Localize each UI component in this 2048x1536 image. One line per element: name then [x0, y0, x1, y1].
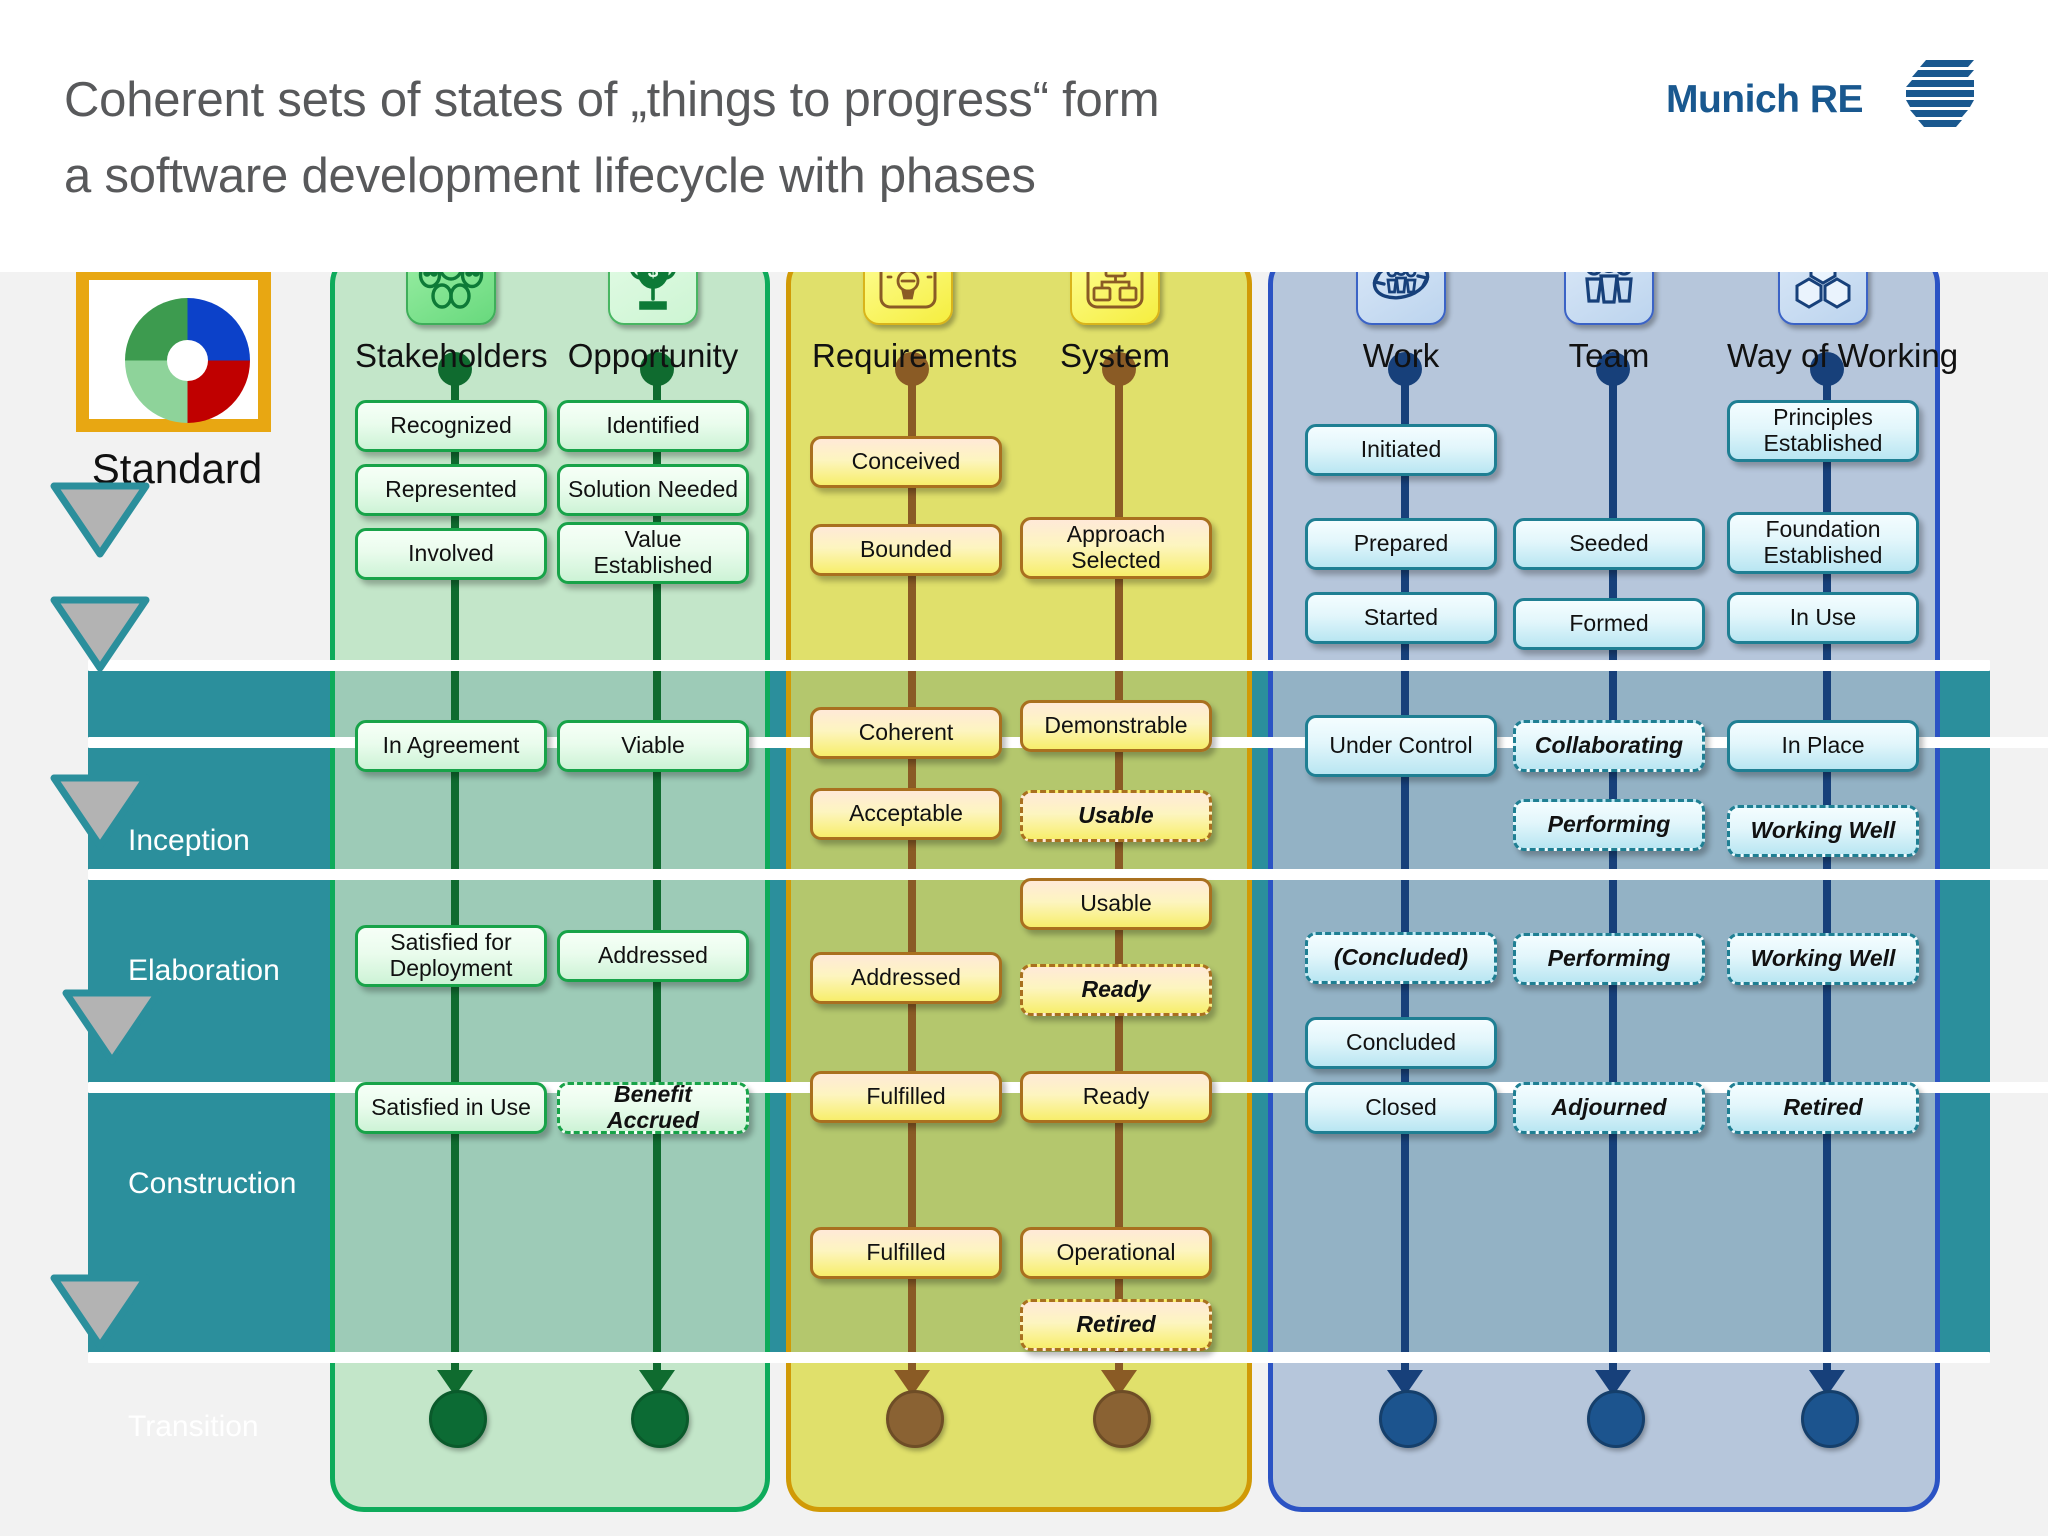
title-line-1: Coherent sets of states of „things to pr… [64, 73, 1160, 127]
state-box[interactable]: Demonstrable [1020, 700, 1212, 752]
state-box[interactable]: Benefit Accrued [557, 1081, 749, 1134]
state-box[interactable]: Initiated [1305, 424, 1497, 476]
state-box[interactable]: In Use [1727, 592, 1919, 644]
lifeline-end-work [1379, 1390, 1437, 1448]
phase-label-transition: Transition [128, 1410, 259, 1443]
lifeline-start-stakeholders [438, 352, 472, 386]
state-box[interactable]: Principles Established [1727, 400, 1919, 462]
state-box[interactable]: Addressed [557, 930, 749, 982]
state-box[interactable]: Coherent [810, 707, 1002, 759]
state-box[interactable]: Involved [355, 528, 547, 580]
state-box[interactable]: Ready [1020, 964, 1212, 1016]
state-box[interactable]: Satisfied in Use [355, 1082, 547, 1134]
milestone-triangle-3[interactable] [60, 987, 164, 1067]
column-title-stakeholders: Stakeholders [355, 337, 548, 374]
state-box[interactable]: Formed [1513, 598, 1705, 650]
state-box[interactable]: Usable [1020, 878, 1212, 930]
munich-re-stripes-icon [1906, 60, 1974, 127]
lifeline-start-requirements [895, 352, 929, 386]
lifeline-start-work [1388, 352, 1422, 386]
state-box[interactable]: Ready [1020, 1071, 1212, 1123]
state-box[interactable]: Performing [1513, 799, 1705, 851]
phase-label-construction: Construction [128, 1167, 297, 1200]
state-box[interactable]: Working Well [1727, 805, 1919, 857]
state-box[interactable]: Adjourned [1513, 1082, 1705, 1134]
state-box[interactable]: Acceptable [810, 788, 1002, 840]
lifeline-start-system [1102, 352, 1136, 386]
state-box[interactable]: Usable [1020, 790, 1212, 842]
state-box[interactable]: Bounded [810, 524, 1002, 576]
milestone-line-2 [88, 869, 2048, 880]
lifeline-end-stakeholders [429, 1390, 487, 1448]
state-box[interactable]: Closed [1305, 1082, 1497, 1134]
state-box[interactable]: Retired [1727, 1082, 1919, 1134]
milestone-line-4 [88, 1352, 1990, 1363]
column-title-requirements: Requirements [812, 337, 1018, 374]
milestone-triangle-4[interactable] [48, 1272, 152, 1352]
milestone-line-0 [88, 660, 1990, 671]
state-box[interactable]: Approach Selected [1020, 517, 1212, 579]
munich-re-logo: Munich RE [1666, 52, 1976, 138]
phase-label-elaboration: Elaboration [128, 954, 280, 987]
page-title: Coherent sets of states of „things to pr… [64, 62, 1564, 214]
state-box[interactable]: Under Control [1305, 715, 1497, 777]
lifeline-end-opportunity [631, 1390, 689, 1448]
lifeline-start-opportunity [640, 352, 674, 386]
lifeline-start-team [1596, 352, 1630, 386]
column-title-opportunity: Opportunity [567, 337, 739, 374]
state-box[interactable]: Working Well [1727, 933, 1919, 985]
state-box[interactable]: Conceived [810, 436, 1002, 488]
state-box[interactable]: Solution Needed [557, 464, 749, 516]
column-title-team: Team [1568, 337, 1650, 374]
column-header-stakeholders: Stakeholders [355, 237, 548, 375]
state-box[interactable]: Collaborating [1513, 720, 1705, 772]
lifeline-end-system [1093, 1390, 1151, 1448]
state-box[interactable]: Identified [557, 400, 749, 452]
donut-chart-icon [125, 298, 250, 423]
state-box[interactable]: Represented [355, 464, 547, 516]
state-box[interactable]: Performing [1513, 933, 1705, 985]
standard-block: Standard [76, 267, 276, 507]
state-box[interactable]: Operational [1020, 1227, 1212, 1279]
state-box[interactable]: Addressed [810, 952, 1002, 1004]
page-header: Coherent sets of states of „things to pr… [0, 0, 2048, 272]
lifeline-end-way-of-working [1801, 1390, 1859, 1448]
column-title-work: Work [1362, 337, 1440, 374]
state-box[interactable]: Value Established [557, 522, 749, 584]
state-box[interactable]: Viable [557, 720, 749, 772]
column-title-system: System [1059, 337, 1171, 374]
lifeline-end-team [1587, 1390, 1645, 1448]
state-box[interactable]: Started [1305, 592, 1497, 644]
column-title-way-of-working: Way of Working [1727, 337, 1959, 374]
state-box[interactable]: Seeded [1513, 518, 1705, 570]
milestone-triangle-2[interactable] [48, 772, 152, 852]
state-box[interactable]: Retired [1020, 1299, 1212, 1351]
state-box[interactable]: Prepared [1305, 518, 1497, 570]
diagram-canvas: Inception Elaboration Construction Trans… [0, 237, 2048, 1536]
state-box[interactable]: Satisfied for Deployment [355, 925, 547, 987]
state-box[interactable]: (Concluded) [1305, 932, 1497, 984]
state-box[interactable]: In Place [1727, 720, 1919, 772]
state-box[interactable]: In Agreement [355, 720, 547, 772]
title-line-2: a software development lifecycle with ph… [64, 149, 1036, 203]
state-box[interactable]: Recognized [355, 400, 547, 452]
phase-label-inception: Inception [128, 824, 250, 857]
standard-icon-frame [76, 267, 271, 432]
state-box[interactable]: Fulfilled [810, 1071, 1002, 1123]
state-box[interactable]: Fulfilled [810, 1227, 1002, 1279]
donut-hole [167, 340, 208, 381]
logo-wordmark: Munich RE [1666, 78, 1864, 121]
lifeline-start-way-of-working [1810, 352, 1844, 386]
lifeline-end-requirements [886, 1390, 944, 1448]
state-box[interactable]: Concluded [1305, 1017, 1497, 1069]
milestone-triangle-0[interactable] [48, 480, 152, 560]
state-box[interactable]: Foundation Established [1727, 512, 1919, 574]
milestone-triangle-1[interactable] [48, 594, 152, 674]
